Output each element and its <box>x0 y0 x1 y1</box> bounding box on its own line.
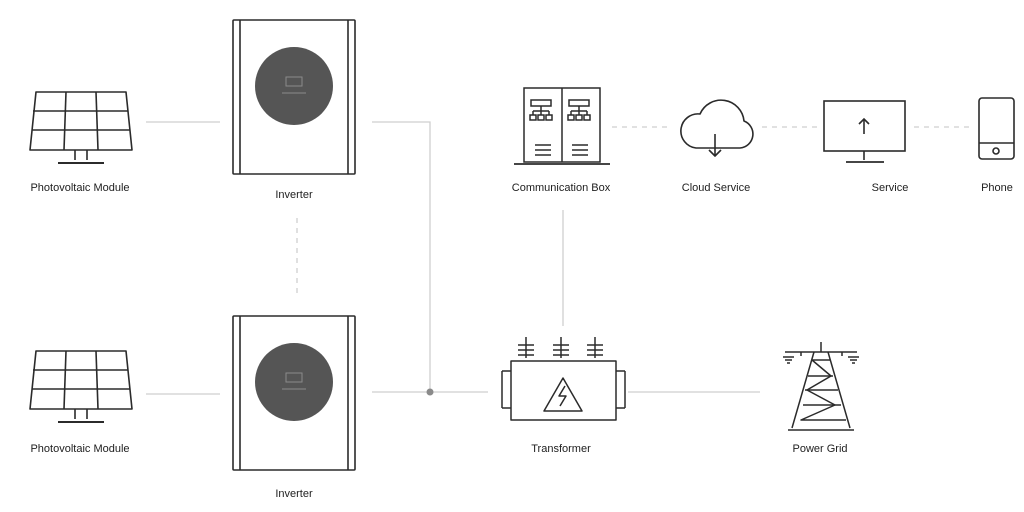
power-grid-label: Power Grid <box>792 443 848 455</box>
transformer-label: Transformer <box>531 443 591 455</box>
comm-box-label: Communication Box <box>511 182 611 194</box>
pv-module-top-label: Photovoltaic Module <box>30 182 130 194</box>
transformer-icon <box>501 337 626 421</box>
inverter-bottom-label: Inverter <box>275 488 313 500</box>
smartphone-icon <box>978 97 1015 160</box>
junction-dot <box>426 388 434 396</box>
server-cabinet-icon <box>514 87 610 165</box>
inverter-icon <box>232 19 356 175</box>
transmission-tower-icon <box>783 342 859 431</box>
pv-module-bottom-label: Photovoltaic Module <box>30 443 130 455</box>
phone-label: Phone <box>981 182 1013 194</box>
service-label: Service <box>871 182 909 194</box>
inverter-icon <box>232 315 356 471</box>
inverter-top-label: Inverter <box>275 189 313 201</box>
monitor-upload-icon <box>823 100 906 163</box>
cloud-download-icon <box>680 99 754 157</box>
solar-panel-icon <box>29 350 133 423</box>
solar-panel-icon <box>29 91 133 164</box>
connection-lines <box>146 121 970 395</box>
cloud-service-label: Cloud Service <box>681 182 751 194</box>
